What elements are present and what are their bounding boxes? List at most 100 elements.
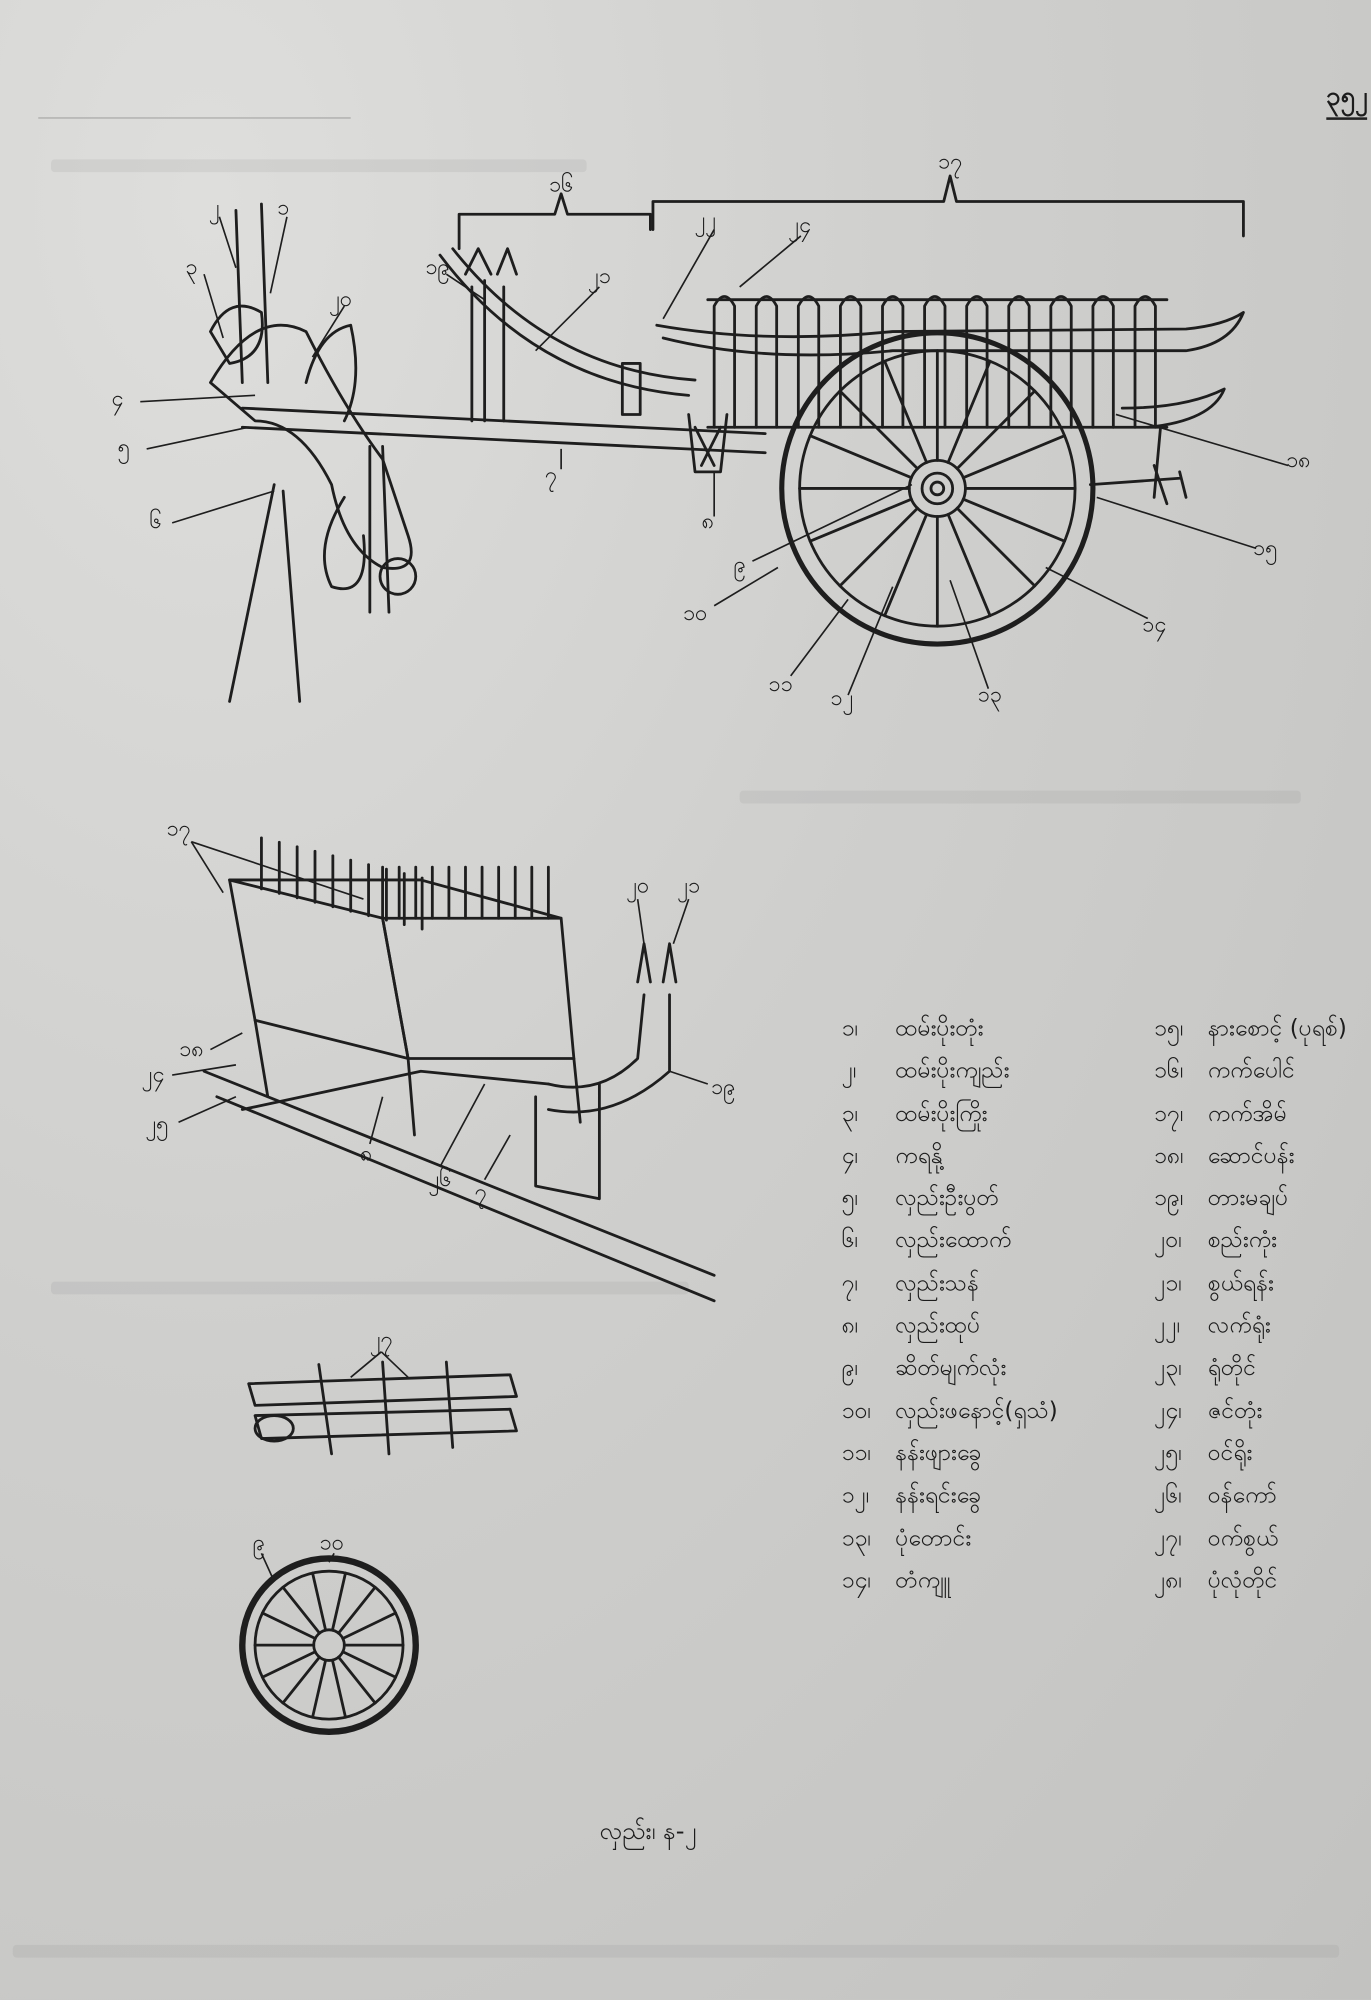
legend-number: ၉၊ (841, 1354, 859, 1382)
legend-label: လှည်းထောက် (895, 1227, 1012, 1255)
legend-number: ၄၊ (841, 1142, 859, 1170)
callout-label: ၁၈ (179, 1037, 204, 1062)
legend-item: ၂၂၊ လက်ရုံး (1154, 1305, 1347, 1347)
legend-item: ၁၇၊ကက်အိမ် (1154, 1092, 1347, 1134)
legend-item: ၁၂၊ နန်းရင်းခွေ (842, 1475, 1058, 1517)
legend-label: နားစောင့် (ပုရစ်) (1207, 1015, 1347, 1042)
legend-number: ၁၅၊ (1154, 1015, 1184, 1042)
legend-item: ၉၊ ဆိတ်မျက်လုံး (842, 1347, 1058, 1389)
legend-label: ပုံလုံတိုင် (1207, 1567, 1278, 1594)
legend-label: နန်းရင်းခွေ (895, 1482, 982, 1510)
callout-label: ၁၀ (683, 601, 707, 626)
legend-label: ဝင်ရိုး (1207, 1439, 1253, 1467)
callout-label: ၁၉ (425, 255, 449, 284)
legend-number: ၂၈၊ (1154, 1567, 1183, 1594)
callout-label: ၁၉ (711, 1075, 735, 1104)
legend-number: ၁၉၊ (1154, 1184, 1184, 1212)
top-rail (655, 311, 1245, 357)
callout-label: ၁၄ (1142, 612, 1166, 641)
callout-label: ၉ (253, 1530, 265, 1559)
legend-item: ၈၊ လှည်းထုပ် (842, 1305, 1058, 1347)
main-cart-diagram: ၁၆၁၇၂၂၂၄၂၁၃၂၀၁၉၂၁၄၅၆၇၈၉၁၀၁၁၁၂၁၃၁၄၁၅၁၈ (111, 149, 1310, 715)
legend-label: ကရနို့ (895, 1142, 943, 1170)
legend-number: ၁၊ (841, 1015, 859, 1042)
legend-number: ၁၈၊ (1154, 1142, 1184, 1170)
legend-item: ၂၇၊ ဝက်စွယ် (1154, 1517, 1347, 1559)
legend-label: လှည်းထုပ် (895, 1312, 981, 1340)
callout-label: ၄ (111, 387, 123, 416)
callout-label: ၁၆ (549, 171, 573, 197)
legend-label: လှည်းသန် (895, 1269, 979, 1297)
legend-number: ၁၁၊ (841, 1439, 872, 1467)
callout-label: ၁၂ (830, 686, 853, 715)
legend-label: ဆိတ်မျက်လုံး (895, 1354, 1007, 1382)
legend-item: ၆၊လှည်းထောက် (842, 1220, 1058, 1262)
legend-label: လှည်းဦးပွတ် (895, 1184, 999, 1212)
legend-item: ၁၈၊ဆောင်ပန်း (1154, 1135, 1347, 1177)
legend-label: စည်းကုံး (1207, 1227, 1277, 1255)
callout-label: ၂ (209, 195, 220, 224)
callout-label: ၂၁ (677, 874, 700, 903)
legend-number: ၂၇၊ (1154, 1524, 1182, 1552)
callout-label: ၂၀ (329, 287, 352, 316)
callout-label: ၂၄ (142, 1062, 165, 1091)
legend-item: ၁၄၊တံကျူ (842, 1560, 1058, 1602)
legend-label: စွယ်ရန်း (1207, 1269, 1274, 1297)
callout-label: ၂၅ (145, 1112, 168, 1141)
legend-number: ၂၃၊ (1154, 1354, 1182, 1382)
callout-label: ၂၁ (588, 264, 611, 293)
legend-label: လက်ရုံး (1207, 1312, 1271, 1340)
legend-label: တားမချပ် (1207, 1184, 1289, 1212)
legend-label: ဝန်ကော် (1207, 1482, 1277, 1510)
legend-label: ဝက်စွယ် (1207, 1524, 1279, 1552)
legend-number: ၁၀၊ (841, 1397, 872, 1425)
cart-pole (240, 406, 767, 455)
callout-label: ၁၇ (166, 816, 190, 845)
legend-number: ၂၊ (841, 1057, 857, 1085)
legend-number: ၂၁၊ (1154, 1269, 1182, 1297)
legend-item: ၁၅၊ နားစောင့် (ပုရစ်) (1154, 1007, 1347, 1049)
legend-label: နန်းဖျားခွေ (895, 1439, 982, 1467)
legend-item: ၁၃၊ပုံတောင်း (842, 1517, 1058, 1559)
legend-label: ထမ်းပိုးတုံး (895, 1015, 984, 1042)
legend-label: ထမ်းပိုးကျည်း (895, 1057, 1010, 1085)
legend-number: ၈၊ (841, 1312, 859, 1340)
legend-number: ၁၂၊ (841, 1482, 870, 1510)
running-header-rule (38, 117, 351, 119)
callout-label: ၆ (149, 508, 161, 534)
legend-item: ၂၃၊ ရုံတိုင် (1154, 1347, 1347, 1389)
legend-item: ၃၊ထမ်းပိုးကြိုး (842, 1092, 1058, 1134)
legend-number: ၅၊ (841, 1184, 859, 1212)
legend-item: ၄၊ ကရနို့ (842, 1135, 1058, 1177)
callout-label: ၅ (118, 435, 130, 464)
legend-number: ၂၂၊ (1154, 1312, 1181, 1340)
legend-number: ၂၅၊ (1154, 1439, 1182, 1467)
legend-label: တံကျူ (895, 1567, 951, 1594)
callout-label: ၁၁ (768, 672, 792, 697)
page-number: ၃၅၂ (1326, 79, 1368, 120)
callout-label: ၂၂ (695, 208, 716, 237)
rear-rail (1120, 387, 1226, 429)
callout-label: ၂၆ (429, 1166, 452, 1196)
legend-number: ၃၊ (841, 1100, 859, 1127)
callout-label: ၈ (360, 1142, 372, 1167)
legend-number: ၂၀၊ (1154, 1227, 1182, 1255)
callout-label: ၁ (277, 195, 289, 220)
callout-label: ၁၇ (938, 149, 962, 178)
legend-item: ၁၀၊လှည်းဖနောင့်(ရှသံ) (842, 1390, 1058, 1432)
callout-label: ၂၄ (788, 213, 811, 242)
legend-label: ရုံတိုင် (1207, 1354, 1256, 1382)
legend-item: ၁၆၊ကက်ပေါင် (1154, 1050, 1347, 1092)
callout-label: ၇ (545, 463, 557, 492)
legend-item: ၂၁၊ စွယ်ရန်း (1154, 1262, 1347, 1304)
callout-label: ၁၅ (1253, 536, 1277, 565)
callout-label: ၈ (702, 509, 714, 534)
legend-item: ၂၈၊ ပုံလုံတိုင် (1154, 1560, 1347, 1602)
legend-item: ၂၆၊ဝန်ကော် (1154, 1475, 1347, 1517)
legend-number: ၁၇၊ (1154, 1100, 1184, 1127)
legend-item: ၂၀၊ စည်းကုံး (1154, 1220, 1347, 1262)
leader-lines (140, 216, 1289, 696)
main-wheel (779, 330, 1096, 647)
